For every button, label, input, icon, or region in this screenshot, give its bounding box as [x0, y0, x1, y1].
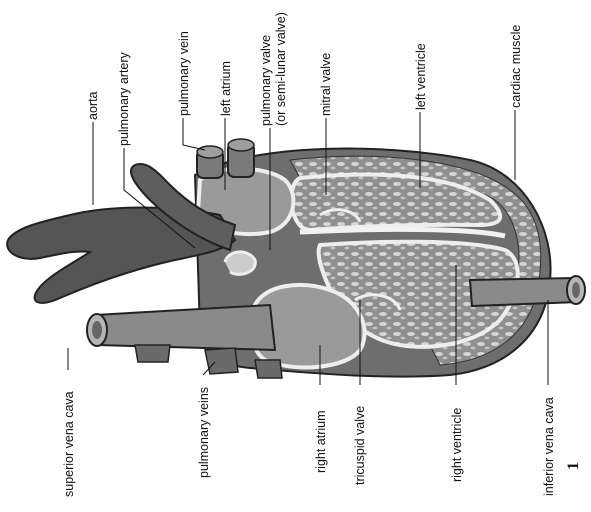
- label-pulmonary-artery: pulmonary artery: [117, 51, 131, 146]
- label-inferior-vena-cava: inferior vena cava: [542, 397, 556, 496]
- label-tricuspid-valve: tricuspid valve: [353, 406, 367, 485]
- label-pulmonary-valve-sub: (or semi-lunar valve): [274, 12, 288, 126]
- label-right-ventricle: right ventricle: [450, 408, 464, 482]
- label-left-ventricle: left ventricle: [414, 43, 428, 110]
- label-pulmonary-veins: pulmonary veins: [197, 387, 211, 478]
- superior-vena-cava-vessel: [87, 305, 275, 350]
- label-cardiac-muscle: cardiac muscle: [509, 25, 523, 108]
- label-right-atrium: right atrium: [314, 410, 328, 473]
- label-superior-vena-cava: superior vena cava: [62, 391, 76, 497]
- label-left-atrium: left atrium: [219, 61, 233, 116]
- page-number: 1: [565, 462, 582, 470]
- label-mitral-valve: mitral valve: [319, 53, 333, 116]
- label-pulmonary-vein: pulmonary vein: [177, 31, 191, 116]
- label-pulmonary-valve: pulmonary valve: [259, 35, 273, 126]
- label-aorta: aorta: [86, 91, 100, 120]
- inferior-vena-cava-vessel: [470, 276, 585, 306]
- pulmonary-valve-shape: [225, 252, 255, 274]
